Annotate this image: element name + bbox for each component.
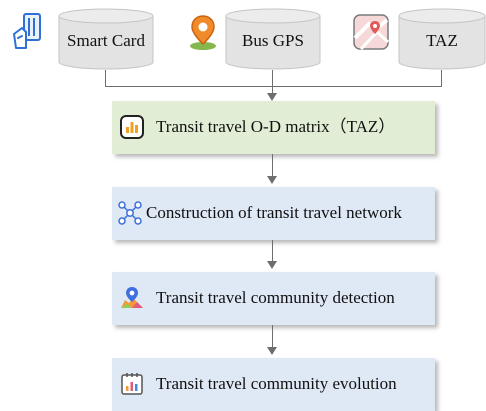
source-taz: TAZ <box>398 8 486 70</box>
step-network-construction: Construction of transit travel network <box>112 187 435 240</box>
calendar-chart-icon <box>120 372 144 396</box>
network-icon <box>118 201 142 225</box>
community-map-icon <box>120 286 144 310</box>
arrowhead <box>267 93 277 101</box>
source-label: Smart Card <box>67 31 145 50</box>
step-label: Transit travel community detection <box>156 288 395 307</box>
bar-chart-icon <box>120 115 144 139</box>
connector-line <box>105 70 106 87</box>
source-label: TAZ <box>426 31 458 50</box>
connector-line <box>272 240 273 262</box>
connector-line <box>272 70 273 87</box>
smart-card-icon <box>10 12 44 52</box>
step-community-evolution: Transit travel community evolution <box>112 358 435 411</box>
step-od-matrix: Transit travel O-D matrix（TAZ） <box>112 101 435 154</box>
connector-line <box>272 154 273 177</box>
source-label: Bus GPS <box>242 31 304 50</box>
step-label: Transit travel O-D matrix（TAZ） <box>156 117 396 136</box>
connector-line <box>105 86 442 87</box>
location-pin-icon <box>186 12 220 52</box>
arrowhead <box>267 261 277 269</box>
step-label: Transit travel community evolution <box>156 374 397 393</box>
connector-line <box>272 86 273 94</box>
step-community-detection: Transit travel community detection <box>112 272 435 325</box>
map-icon <box>351 12 391 52</box>
connector-line <box>272 325 273 348</box>
connector-line <box>441 70 442 87</box>
arrowhead <box>267 176 277 184</box>
source-bus-gps: Bus GPS <box>225 8 321 70</box>
source-smart-card: Smart Card <box>58 8 154 70</box>
arrowhead <box>267 347 277 355</box>
step-label: Construction of transit travel network <box>146 203 402 222</box>
